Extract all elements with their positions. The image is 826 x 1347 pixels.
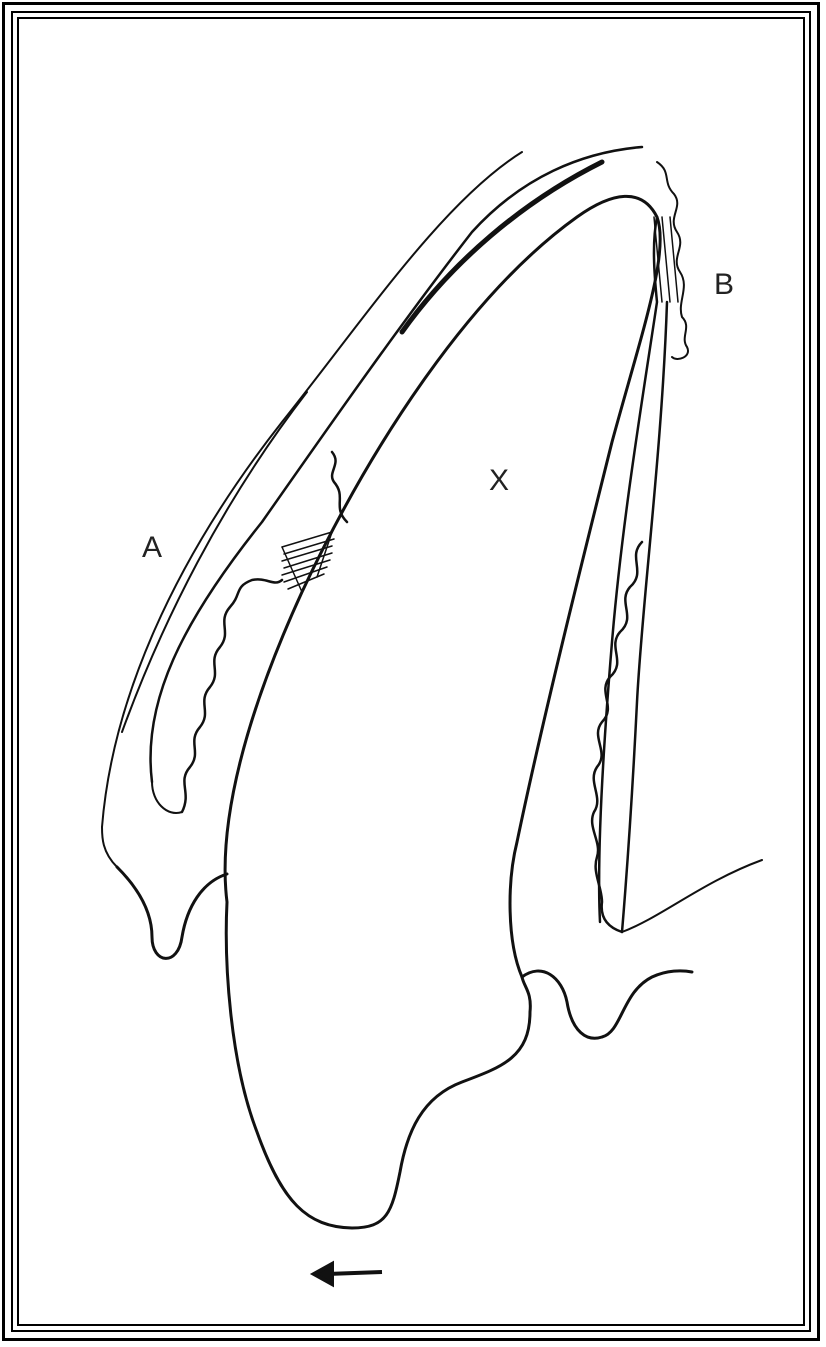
label-a: A [142,531,162,564]
label-x: X [489,464,509,497]
outer-line-3 [102,827,117,867]
arrow-left-icon [314,1264,382,1284]
hatch-block [282,532,334,592]
outer-line-1 [102,152,522,827]
inner-lining [150,147,642,782]
wavy-left-upper [332,452,347,522]
b-lines-2 [662,217,670,302]
body-outline [225,196,660,1228]
figure-canvas: A B X [17,17,805,1326]
b-strip-right [622,302,667,932]
label-b: B [714,268,734,301]
inner-lining-2 [152,782,182,813]
figure-frame-inner: A B X [11,11,811,1332]
b-wavy-top [657,162,688,359]
tooth-diagram: A B X [17,17,805,1326]
left-tab [117,867,227,958]
right-outer [622,860,762,932]
right-tab [522,971,692,1038]
dark-band [402,162,602,332]
